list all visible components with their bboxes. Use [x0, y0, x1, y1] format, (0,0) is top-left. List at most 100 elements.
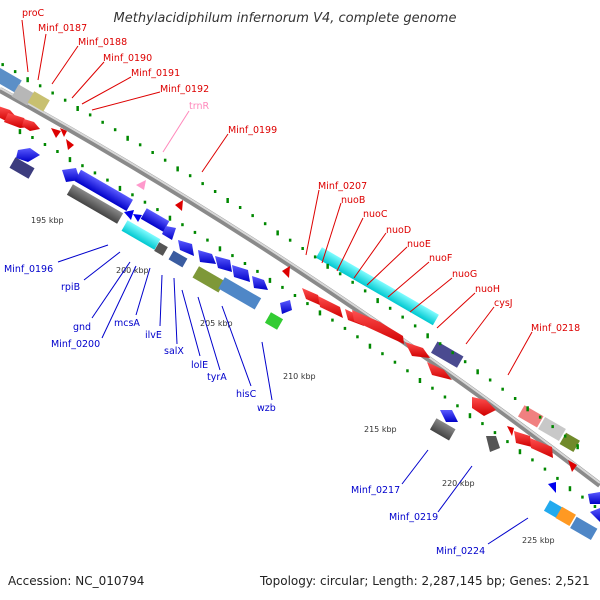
gene-label: cysJ	[494, 298, 513, 309]
genome-backbone	[0, 87, 600, 488]
gc-tick	[351, 280, 354, 284]
gene-label: ilvE	[145, 330, 162, 341]
gc-tick	[168, 215, 172, 221]
kbp-label: 195 kbp	[31, 216, 64, 225]
kbp-label: 215 kbp	[364, 425, 397, 434]
gc-tick	[426, 333, 429, 339]
gene-label: Minf_0224	[436, 546, 485, 557]
gc-tick	[481, 422, 484, 426]
gene-feature	[429, 418, 456, 441]
gc-tick	[563, 434, 567, 438]
gc-tick	[293, 294, 297, 297]
gene-feature	[486, 436, 500, 452]
gc-tick	[406, 369, 409, 373]
gene-feature	[352, 310, 404, 344]
gene-feature	[431, 341, 464, 368]
gene-feature	[66, 139, 74, 150]
gc-tick	[38, 84, 42, 88]
gc-tick	[218, 246, 222, 252]
accession-text: Accession: NC_010794	[8, 574, 145, 588]
gc-tick	[388, 306, 392, 310]
gene-feature	[472, 397, 496, 416]
gene-label: nuoH	[475, 284, 500, 295]
gene-label: trnR	[189, 101, 209, 112]
gene-feature	[559, 432, 580, 453]
gc-tick	[393, 360, 397, 364]
gene-feature	[162, 226, 176, 240]
gc-tick	[263, 222, 267, 226]
gc-tick	[93, 171, 97, 175]
gc-tick	[88, 113, 92, 117]
gc-tick	[468, 413, 472, 419]
kbp-label: 210 kbp	[283, 372, 316, 381]
forward-strand-features	[0, 67, 580, 472]
gene-feature	[590, 508, 600, 522]
gene-label: tyrA	[207, 372, 227, 383]
gc-tick	[438, 342, 442, 346]
gc-tick	[243, 262, 247, 265]
gc-tick	[101, 120, 104, 124]
gene-label: Minf_0218	[531, 323, 580, 334]
gene-feature	[154, 242, 168, 256]
gc-tick	[581, 495, 584, 499]
gc-tick	[443, 395, 447, 399]
gene-feature	[548, 482, 556, 493]
gc-tick	[126, 135, 129, 141]
gc-tick	[301, 247, 304, 250]
scale-labels: 195 kbp 200 kbp 205 kbp 210 kbp 215 kbp …	[31, 216, 555, 545]
gene-feature	[74, 169, 133, 212]
gc-tick	[138, 143, 142, 147]
gc-tick	[363, 289, 367, 293]
reverse-gene-labels: Minf_0196 rpiB gnd Minf_0200 mcsA ilvE s…	[4, 244, 529, 557]
gc-tick	[418, 378, 422, 383]
gene-feature	[168, 250, 188, 268]
map-title: Methylacidiphilum infernorum V4, complet…	[114, 11, 457, 26]
gc-tick	[251, 214, 254, 218]
gene-feature	[543, 500, 563, 518]
gc-tick	[31, 136, 34, 139]
gene-feature	[215, 256, 232, 272]
gene-feature	[0, 67, 22, 93]
gene-feature	[133, 214, 142, 222]
gc-tick	[281, 285, 284, 289]
gc-tick	[76, 106, 79, 111]
gc-tick	[63, 98, 67, 102]
gc-tick	[226, 198, 229, 203]
gc-tick	[463, 360, 467, 364]
gc-tick	[118, 185, 122, 191]
gc-tick	[306, 302, 309, 306]
gc-tick	[106, 178, 109, 182]
gc-tick	[51, 91, 54, 95]
gc-tick	[238, 206, 242, 209]
gc-tick	[551, 425, 554, 429]
gene-feature	[440, 410, 458, 422]
gene-feature	[192, 266, 225, 293]
gene-feature	[405, 342, 430, 358]
gene-label: Minf_0199	[228, 125, 277, 136]
gc-tick	[313, 255, 317, 259]
gc-tick	[356, 335, 359, 339]
gene-label: lolE	[191, 360, 208, 371]
gc-tick	[456, 404, 459, 408]
gc-tick	[318, 310, 322, 316]
gene-label: wzb	[257, 403, 276, 414]
gene-feature	[588, 492, 600, 504]
gene-feature	[198, 250, 216, 264]
gc-tick	[181, 223, 184, 227]
gc-tick	[413, 324, 417, 328]
gene-feature	[178, 240, 194, 256]
gc-tick	[401, 315, 404, 319]
gc-tick	[431, 386, 434, 390]
gene-label: nuoD	[386, 225, 411, 236]
gene-feature	[136, 180, 146, 190]
gc-tick	[276, 230, 279, 236]
gc-tick	[151, 151, 154, 154]
gene-feature	[16, 148, 40, 162]
gene-feature	[252, 276, 268, 290]
gene-label: Minf_0207	[318, 181, 367, 192]
gene-label: salX	[164, 346, 184, 357]
gene-label: Minf_0187	[38, 23, 87, 34]
gc-tick	[501, 387, 504, 391]
gene-feature	[530, 438, 553, 458]
